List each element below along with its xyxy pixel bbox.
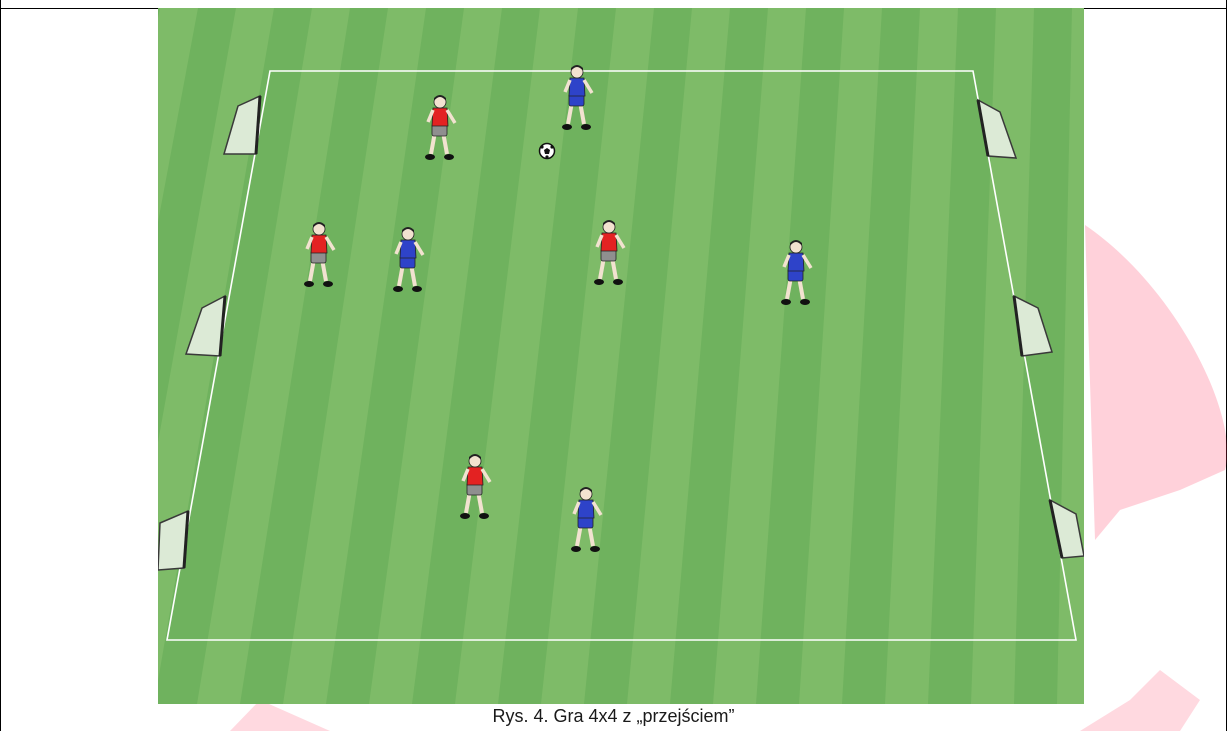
pitch [158, 8, 1084, 704]
soccer-ball [540, 144, 555, 159]
figure-caption: Rys. 4. Gra 4x4 z „przejściem” [0, 706, 1227, 727]
